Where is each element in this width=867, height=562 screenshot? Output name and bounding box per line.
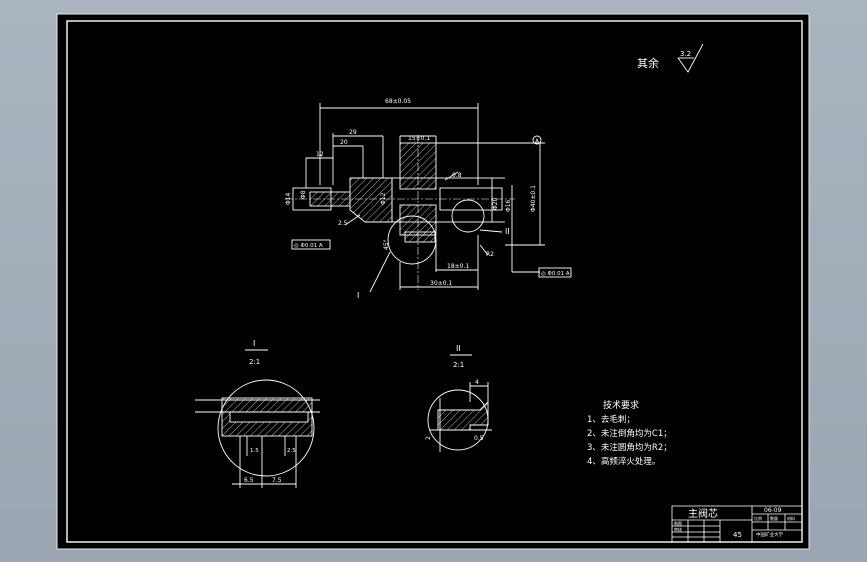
- drawing-code: 06-09: [764, 507, 782, 514]
- svg-text:7.5: 7.5: [272, 477, 282, 484]
- tech-req-item: 4、高频淬火处理。: [587, 456, 660, 467]
- svg-text:18±0.1: 18±0.1: [447, 263, 469, 270]
- callout-detail-1: I: [357, 291, 359, 300]
- svg-text:2:1: 2:1: [249, 358, 260, 366]
- surface-roughness-symbol: 其余 3.2: [637, 43, 704, 73]
- svg-text:Φ20: Φ20: [492, 197, 499, 210]
- svg-text:制图: 制图: [674, 520, 682, 526]
- svg-text:1.5: 1.5: [250, 448, 259, 454]
- svg-text:Φ8: Φ8: [300, 190, 307, 199]
- svg-text:4: 4: [475, 379, 479, 386]
- svg-text:0.8: 0.8: [452, 172, 462, 179]
- detail-view-1: [195, 349, 320, 488]
- svg-text:比例: 比例: [754, 515, 762, 521]
- svg-text:Φ12: Φ12: [380, 192, 387, 205]
- svg-text:2.5: 2.5: [287, 448, 296, 454]
- svg-text:R2: R2: [486, 251, 494, 258]
- tech-req-title: 技术要求: [603, 399, 639, 411]
- main-view-dimension-text: 68±0.05 29 20 12 15±0.1 Φ14 Φ8 Φ12 Φ16 Φ…: [285, 98, 570, 300]
- svg-text:审核: 审核: [674, 526, 682, 532]
- material-value: 45: [733, 531, 742, 539]
- tolerance-frame-left: ◎ Φ0.01 A: [294, 243, 323, 249]
- surface-value: 3.2: [680, 50, 691, 58]
- svg-text:45°: 45°: [383, 239, 390, 250]
- part-name: 主阀芯: [688, 507, 718, 520]
- detail-1-text: I 2:1 6.5 7.5 1.5 2.5: [244, 339, 296, 484]
- technical-requirements: 技术要求 1、去毛刺； 2、未注倒角均为C1； 3、未注圆角均为R2； 4、高频…: [587, 399, 672, 467]
- svg-text:Φ40±0.1: Φ40±0.1: [530, 185, 537, 212]
- svg-text:II: II: [456, 344, 461, 353]
- svg-text:29: 29: [349, 129, 357, 136]
- svg-text:2:1: 2:1: [453, 361, 464, 369]
- school-name: 中国矿业大学: [756, 531, 783, 538]
- svg-text:30±0.1: 30±0.1: [430, 280, 452, 287]
- main-section-view: [285, 103, 572, 293]
- title-block: [671, 505, 803, 543]
- sheet-background: [56, 13, 810, 550]
- svg-text:68±0.05: 68±0.05: [385, 98, 411, 105]
- svg-text:0.5: 0.5: [474, 435, 484, 442]
- surface-label: 其余: [637, 56, 659, 70]
- svg-text:I: I: [253, 339, 255, 348]
- tolerance-frame-right: ◎ Φ0.01 A: [541, 271, 570, 277]
- inner-border: [66, 20, 803, 543]
- tech-req-item: 3、未注圆角均为R2；: [587, 442, 672, 453]
- title-block-text: 主阀芯 06-09 45 比例 数量 材料 制图 审核 中国矿业大学: [674, 507, 795, 539]
- tech-req-item: 1、去毛刺；: [587, 414, 635, 425]
- callout-detail-2: II: [505, 227, 510, 236]
- svg-text:12: 12: [316, 151, 324, 158]
- svg-text:20: 20: [340, 139, 348, 146]
- svg-text:Φ16: Φ16: [505, 199, 512, 212]
- detail-2-text: II 2:1 4 0.5 2: [425, 344, 484, 442]
- tech-req-item: 2、未注倒角均为C1；: [587, 428, 672, 439]
- svg-text:15±0.1: 15±0.1: [408, 135, 430, 142]
- svg-text:数量: 数量: [770, 515, 778, 521]
- svg-text:2.5: 2.5: [338, 220, 348, 227]
- svg-text:材料: 材料: [787, 515, 795, 521]
- svg-text:2: 2: [425, 436, 432, 440]
- svg-text:A: A: [535, 138, 540, 145]
- svg-text:6.5: 6.5: [244, 477, 254, 484]
- detail-view-2: [427, 354, 492, 452]
- svg-text:Φ14: Φ14: [285, 192, 292, 205]
